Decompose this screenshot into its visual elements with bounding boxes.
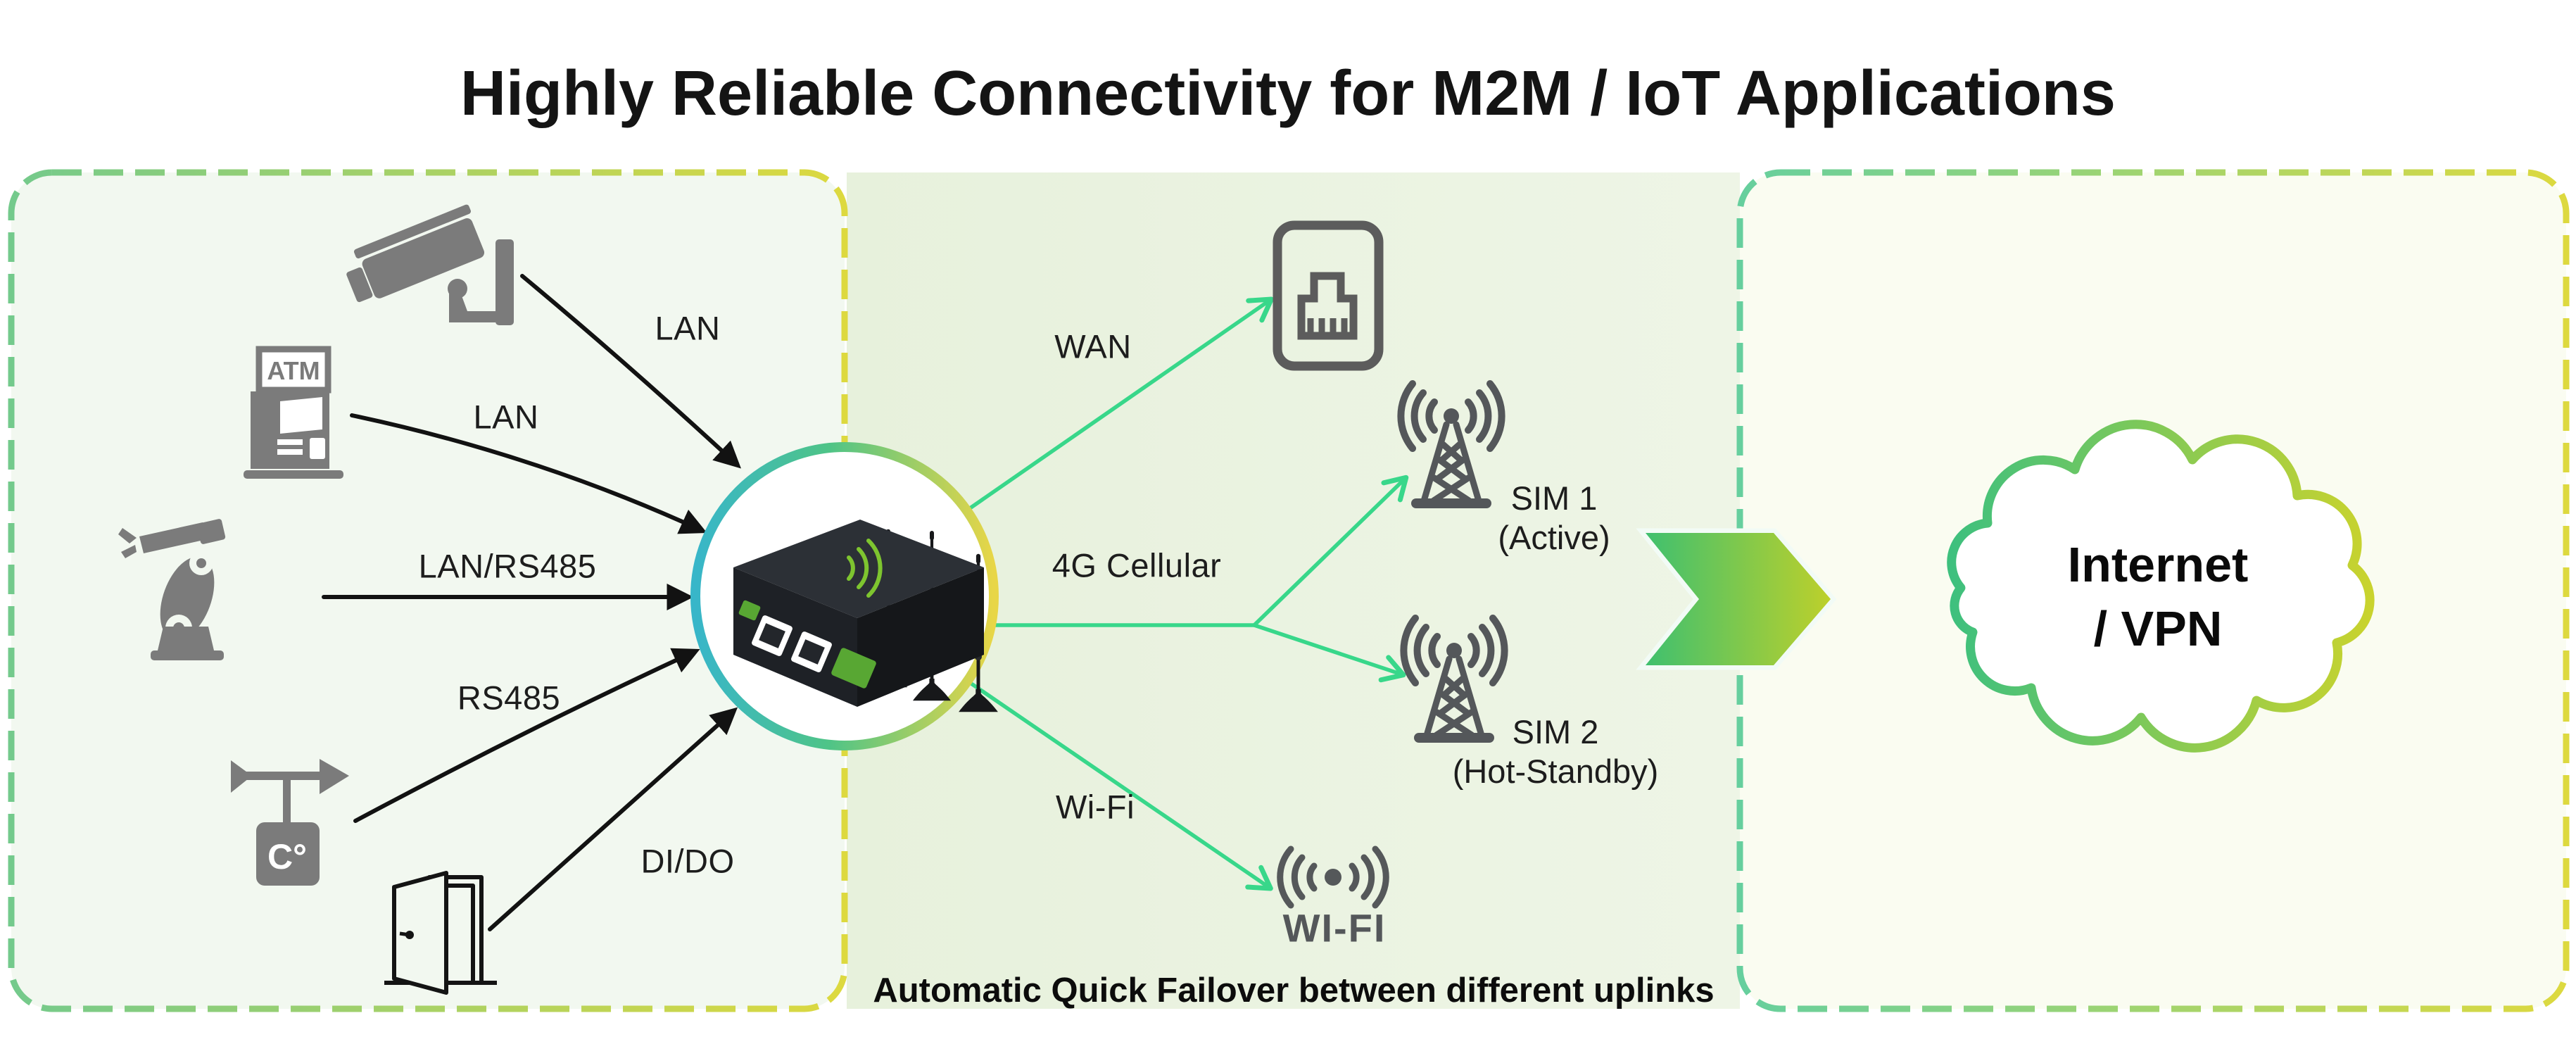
wan-label: WAN (1054, 327, 1132, 365)
sim1-arrow (1252, 474, 1409, 627)
wifi-word-label: WI-FI (1282, 905, 1387, 950)
sim2-tower-icon (1400, 615, 1508, 743)
robot-connection-label: LAN/RS485 (418, 547, 597, 585)
uplink-arrows (968, 296, 1409, 891)
sim2-label: SIM 2 (Hot-Standby) (1453, 712, 1659, 792)
failover-caption: Automatic Quick Failover between differe… (873, 972, 1715, 1010)
router-top-face (733, 520, 984, 618)
wifi-arrow (969, 681, 1273, 891)
atm-icon: ATM (244, 346, 343, 479)
cellular-label: 4G Cellular (1052, 546, 1222, 584)
atm-sign-text: ATM (267, 356, 320, 385)
router-front-face (733, 567, 857, 707)
ethernet-port-icon (1273, 220, 1384, 371)
internet-line: Internet (2067, 537, 2249, 592)
camera-connection-label: LAN (655, 309, 721, 347)
atm-arrow (350, 413, 707, 534)
sim1-name: SIM 1 (1510, 479, 1598, 517)
sim2-name: SIM 2 (1512, 713, 1599, 750)
weather-connection-label: RS485 (457, 679, 561, 717)
sim1-status: (Active) (1498, 519, 1610, 557)
atm-connection-label: LAN (473, 398, 539, 436)
vpn-line: / VPN (2093, 601, 2223, 656)
internet-vpn-label: Internet / VPN (2068, 533, 2249, 661)
router-ethernet-ports (738, 600, 876, 689)
wifi-icon (1277, 846, 1389, 909)
device-arrows (322, 274, 741, 931)
router-side-face (857, 567, 984, 707)
sim2-arrow (1252, 623, 1406, 683)
router-signal-leds (847, 539, 883, 598)
weather-station-icon: C° (231, 759, 349, 886)
celsius-sign-text: C° (267, 837, 307, 876)
sim1-tower-icon (1397, 380, 1505, 508)
cctv-camera-icon (346, 204, 514, 325)
camera-arrow (520, 274, 741, 469)
failover-chevron-icon (1636, 528, 1837, 670)
cellular-router-icon (733, 520, 998, 712)
robot-arm-icon (118, 519, 226, 660)
internet-cloud (1947, 420, 2375, 753)
sim2-status: (Hot-Standby) (1452, 753, 1659, 791)
door-arrow (488, 707, 738, 931)
diagram-title: Highly Reliable Connectivity for M2M / I… (460, 58, 2116, 129)
wifi-label: Wi-Fi (1055, 788, 1135, 826)
weather-arrow (353, 648, 700, 823)
door-icon (384, 871, 497, 995)
wan-arrow (968, 296, 1274, 510)
door-connection-label: DI/DO (640, 842, 735, 880)
sim1-label: SIM 1 (Active) (1498, 479, 1610, 558)
